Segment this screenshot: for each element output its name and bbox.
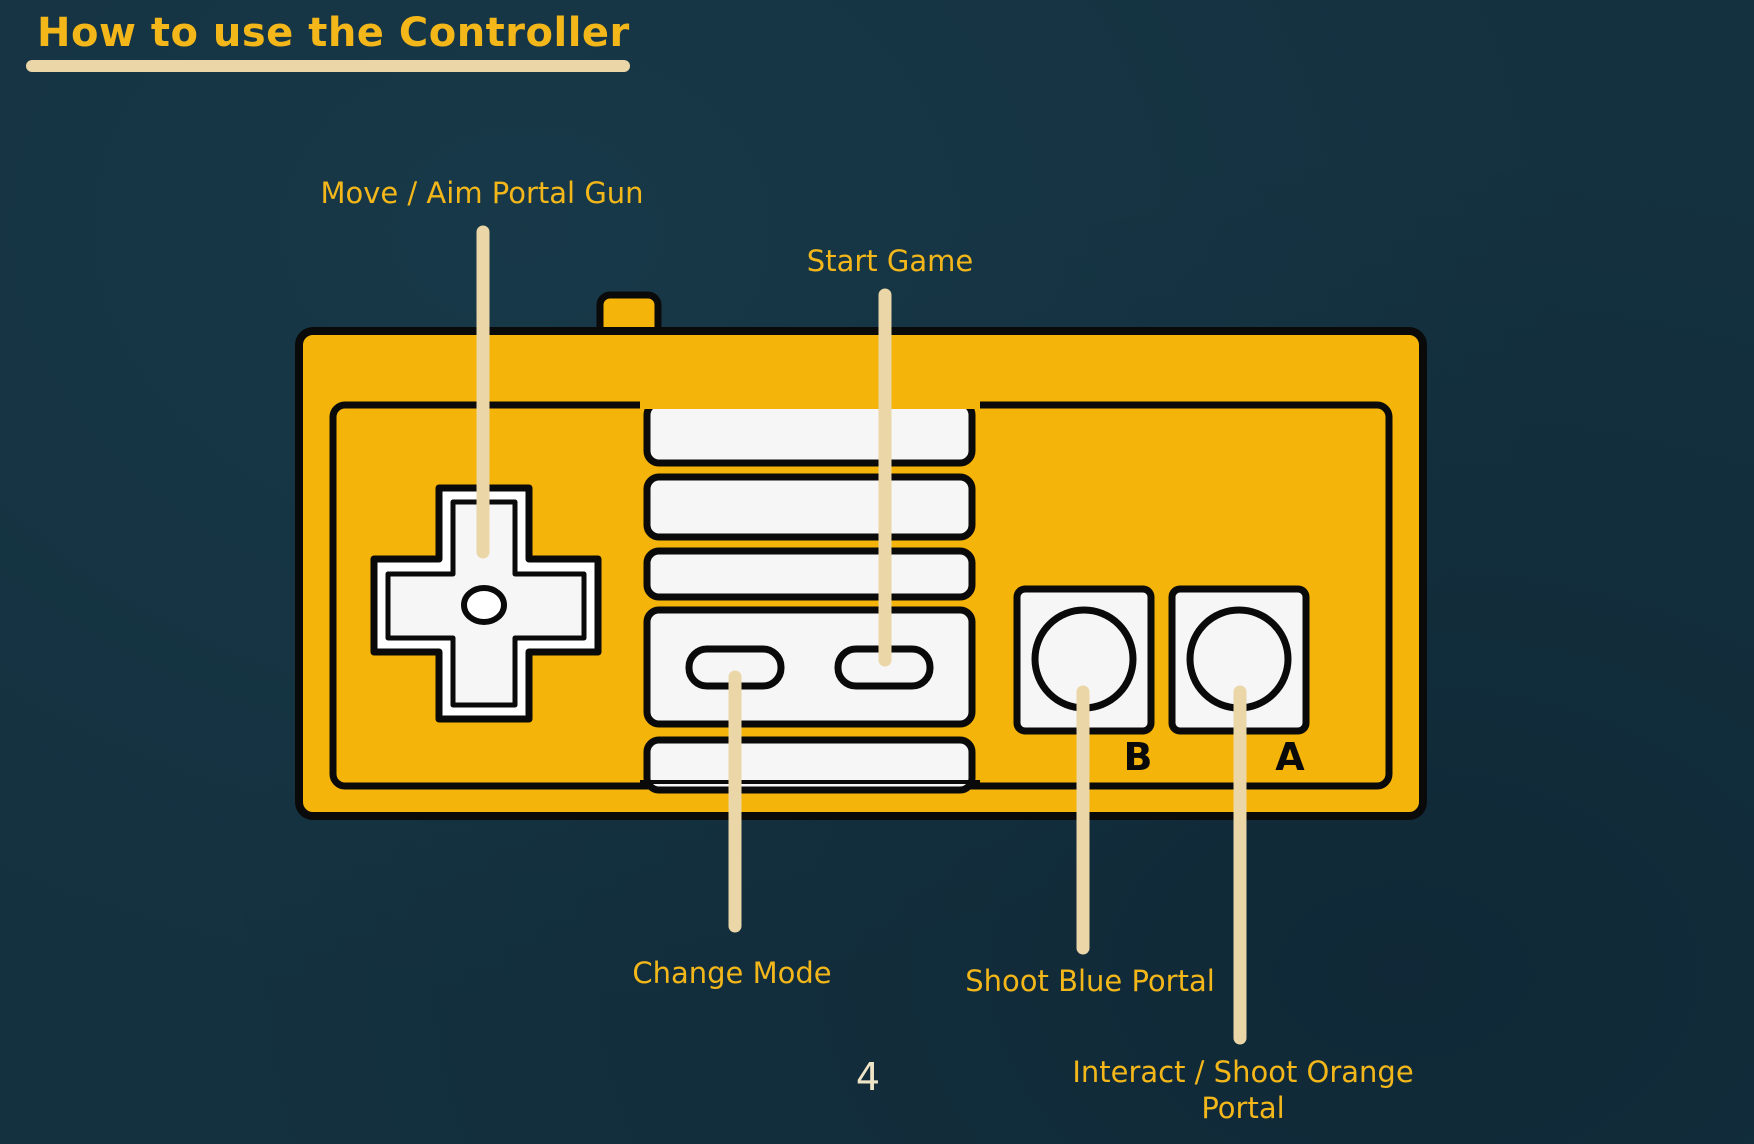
start-callout-label: Start Game [806,244,974,278]
dpad-center [461,585,507,625]
title-underline [26,60,630,72]
dpad-callout-label: Move / Aim Portal Gun [320,176,644,210]
select-callout-label: Change Mode [632,956,832,990]
grip-bar [643,473,976,541]
b-button-callout-label: Shoot Blue Portal [965,964,1215,998]
a-button-callout-label-line2: Portal [1201,1091,1285,1125]
a-button-callout-label-line1: Interact / Shoot Orange [1072,1055,1414,1089]
a-button-letter: A [1275,735,1305,779]
page-number: 4 [855,1055,881,1099]
grip-bar [643,736,976,794]
dpad-icon [370,484,602,723]
b-button-letter: B [1124,735,1153,779]
grip-bar [643,399,976,467]
b-button [1013,585,1155,735]
page-title: How to use the Controller [37,10,630,56]
grip-bar [643,547,976,601]
a-button [1168,585,1310,735]
